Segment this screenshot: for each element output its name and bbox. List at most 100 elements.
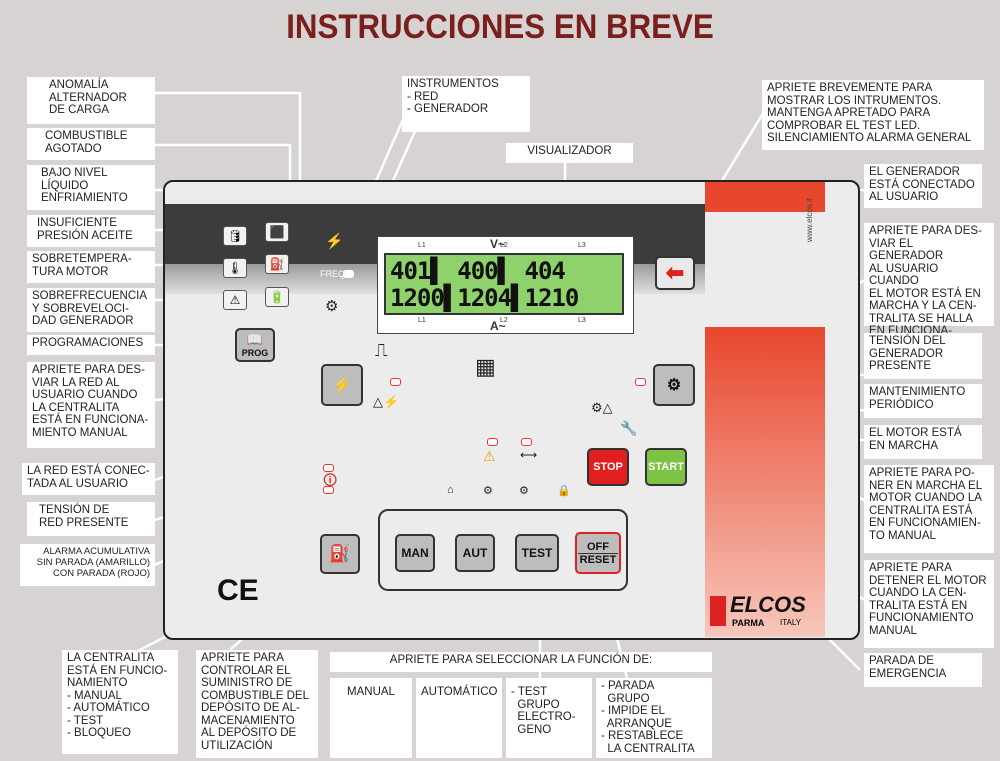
engine-temp-icon: 🌡 (223, 258, 247, 278)
label-poner-marcha: APRIETE PARA PO- NER EN MARCHA EL MOTOR … (864, 465, 994, 553)
freq-label: FREQ (320, 269, 346, 279)
phase-bottom-l1: L1 (418, 317, 426, 324)
prog-button-label: PROG (241, 348, 269, 358)
mains-switch-button[interactable]: ⚡ (321, 364, 363, 406)
generator-switch-button[interactable]: ⚙ (653, 364, 695, 406)
label-centralita: LA CENTRALITA ESTÁ EN FUNCIO- NAMIENTO -… (62, 650, 178, 754)
label-apriete-brevemente: APRIETE BREVEMENTE PARA MOSTRAR LOS INTR… (762, 80, 984, 150)
aut-button[interactable]: AUT (455, 534, 495, 572)
man-button[interactable]: MAN (395, 534, 435, 572)
mains-present-led (323, 464, 334, 472)
engine-running-icon: ⟷ (520, 448, 538, 462)
control-panel: www.elcos.it 🛢 ⬛ 🌡 ⛽ ⚠ 🔋 ⚡ FREQ ⚙ 📖 PROG… (163, 180, 860, 640)
start-button[interactable]: START (645, 448, 687, 486)
generator-connected-led (635, 378, 646, 386)
panel-red-side (705, 327, 825, 637)
brand-logo-mark (710, 596, 726, 626)
maintenance-icon: 🔧 (620, 420, 638, 436)
generator-present-icon: ⚙△ (591, 400, 613, 415)
label-programaciones: PROGRAMACIONES (27, 335, 155, 355)
aut-mode-led-icon: ⚙ (483, 485, 493, 497)
label-manual: MANUAL (330, 678, 412, 758)
lcd-screen: 401▌ 400▌ 404 1200▌1204▌1210 (384, 253, 624, 315)
label-detener: APRIETE PARA DETENER EL MOTOR CUANDO LA … (864, 560, 994, 648)
fuel-pump-icon: ⛽ (329, 544, 351, 563)
coolant-level-icon: ⬛ (265, 222, 289, 242)
visualizador-display: V~ L1 L2 L3 401▌ 400▌ 404 1200▌1204▌1210… (377, 236, 634, 334)
user-load-icon: ▦ (475, 354, 496, 379)
arrow-left-icon: ⬅ (665, 260, 685, 285)
lcd-current-row: 1200▌1204▌1210 (390, 284, 579, 312)
mains-tower-btn-icon: ⚡ (332, 377, 352, 394)
label-tension-generador: TENSIÓN DEL GENERADOR PRESENTE (864, 333, 982, 379)
instruments-button[interactable]: ⬅ (655, 256, 695, 290)
brand-logo: ELCOS PARMA ITALY (710, 592, 820, 634)
mains-connected-led (390, 378, 401, 386)
phase-top-l1: L1 (418, 242, 426, 249)
prog-button[interactable]: 📖 PROG (235, 328, 275, 362)
page-title: INSTRUCCIONES EN BREVE (286, 8, 714, 46)
phase-bottom-l2: L2 (500, 317, 508, 324)
brand-country: ITALY (780, 618, 802, 627)
oil-pressure-icon: 🛢 (223, 226, 247, 246)
fuel-pump-button[interactable]: ⛽ (320, 534, 360, 574)
lcd-voltage-row: 401▌ 400▌ 404 (390, 257, 566, 285)
mains-present-icon: △⚡ (373, 394, 400, 409)
display-amp-label: A~ (490, 319, 506, 333)
test-button[interactable]: TEST (515, 534, 559, 572)
label-desviar-generador: APRIETE PARA DES- VIAR EL GENERADOR AL U… (864, 223, 994, 350)
lock-mode-led-icon: 🔒 (557, 485, 571, 497)
label-anomalia: ANOMALÍA ALTERNADOR DE CARGA (27, 77, 155, 124)
alarm-led-2 (521, 438, 532, 446)
label-bajo-nivel: BAJO NIVEL LÍQUIDO ENFRIAMIENTO (27, 165, 155, 210)
freq-led (343, 270, 354, 278)
user-icon: 🛈 (323, 472, 338, 488)
stop-button[interactable]: STOP (587, 448, 629, 486)
switch-line-icon: ⎍ (375, 340, 388, 360)
label-mantenimiento: MANTENIMIENTO PERIÓDICO (864, 384, 982, 418)
label-generador-conectado: EL GENERADOR ESTÁ CONECTADO AL USUARIO (864, 164, 982, 208)
ce-mark: CE (217, 574, 259, 607)
label-alarma: ALARMA ACUMULATIVA SIN PARADA (AMARILLO)… (20, 544, 155, 586)
reset-divider (578, 552, 618, 554)
label-sobretemp: SOBRETEMPERA- TURA MOTOR (27, 251, 155, 283)
man-mode-led-icon: ⌂ (447, 484, 454, 496)
label-sobrefrec: SOBREFRECUENCIA Y SOBREVELOCI- DAD GENER… (27, 288, 155, 332)
panel-red-top (705, 182, 825, 212)
battery-charge-icon: 🔋 (265, 287, 289, 307)
overspeed-icon: ⚠ (223, 290, 247, 310)
label-parada: PARADA DE EMERGENCIA (864, 653, 982, 687)
display-volt-label: V~ (490, 237, 506, 251)
brand-name: ELCOS (730, 592, 806, 617)
reset-label: RESET (579, 553, 617, 566)
fuel-empty-icon: ⛽ (265, 254, 289, 274)
label-combustible: COMBUSTIBLE AGOTADO (27, 128, 155, 160)
label-tension-red: TENSIÓN DE RED PRESENTE (27, 502, 155, 536)
label-automatico: AUTOMÁTICO (416, 678, 502, 758)
label-insuficiente: INSUFICIENTE PRESIÓN ACEITE (27, 215, 155, 247)
phase-bottom-l3: L3 (578, 317, 586, 324)
brand-url: www.elcos.it (805, 197, 814, 242)
off-label: OFF (587, 540, 609, 553)
generator-btn-icon: ⚙ (666, 377, 682, 394)
label-motor-marcha: EL MOTOR ESTÁ EN MARCHA (864, 425, 982, 459)
label-red-conectada: LA RED ESTÁ CONEC- TADA AL USUARIO (22, 463, 155, 495)
test-mode-led-icon: ⚙ (519, 485, 529, 497)
label-off-reset-desc: - PARADA GRUPO - IMPIDE EL ARRANQUE - RE… (596, 678, 712, 758)
label-visualizador: VISUALIZADOR (506, 143, 633, 163)
brand-city: PARMA (732, 618, 765, 628)
label-test-grupo: - TEST GRUPO ELECTRO- GENO (506, 678, 592, 758)
label-controlar: APRIETE PARA CONTROLAR EL SUMINISTRO DE … (196, 650, 318, 758)
generator-icon: ⚙ (325, 298, 339, 315)
book-icon: 📖 (246, 332, 264, 347)
phase-top-l2: L2 (500, 242, 508, 249)
off-reset-button[interactable]: OFF RESET (575, 532, 621, 574)
mains-tower-icon: ⚡ (325, 233, 344, 250)
phase-top-l3: L3 (578, 242, 586, 249)
mains-voltage-led (323, 486, 334, 494)
label-seleccionar: APRIETE PARA SELECCIONAR LA FUNCIÓN DE: (330, 652, 712, 672)
alarm-triangle-icon: ⚠ (483, 448, 496, 464)
alarm-led-1 (487, 438, 498, 446)
label-instrumentos: INSTRUMENTOS - RED - GENERADOR (402, 76, 530, 132)
label-desviar-red: APRIETE PARA DES- VIAR LA RED AL USUARIO… (27, 362, 155, 448)
